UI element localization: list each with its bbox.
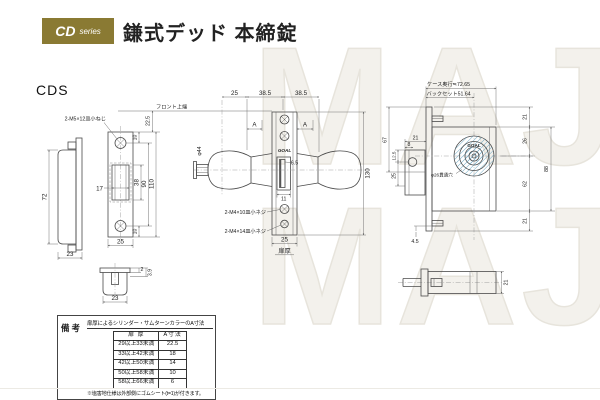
dim-label: 38.5 (295, 90, 308, 97)
brand-text: GOAL (278, 148, 291, 153)
table-header-a: A寸法 (158, 330, 187, 341)
table-cell: 6 (158, 378, 187, 389)
dim-label: 23 (67, 251, 74, 258)
table-cell: 29以上33未満 (113, 340, 160, 351)
table-cell: 42以上50未満 (113, 359, 160, 370)
table-row: 33以上42未満 18 (113, 349, 187, 360)
dim-label: 2 (141, 267, 144, 273)
series-badge: CD series (42, 18, 114, 44)
dim-label: 72 (42, 193, 49, 200)
dim-label: 6.5 (291, 161, 298, 167)
dim-label: 62 (523, 181, 529, 187)
backset-label: バックセット51.64 (427, 91, 471, 98)
dim-label: A (303, 122, 308, 129)
dim-label: 4.5 (411, 239, 418, 245)
table-header-thickness: 扉 厚 (113, 330, 160, 341)
dim-label: 21 (523, 114, 529, 120)
bolt-part-view: 21 (398, 268, 510, 297)
dim-label: 38.5 (259, 90, 272, 97)
dim-label: 17 (96, 186, 103, 193)
dim-label: 11 (281, 197, 286, 203)
remarks-note: ※塩害地仕様は外部側にゴムシート(t=1)が付きます。 (87, 391, 204, 397)
model-code: CDS (36, 82, 69, 98)
dim-label: 25 (392, 173, 398, 179)
screw-note: 2-M5×12皿小ねじ (65, 115, 106, 123)
dim-label: 21 (504, 280, 510, 286)
table-row: 50以上58未満 10 (113, 368, 187, 379)
strike-side-view: 72 23 (42, 137, 83, 260)
dim-label: 90 (141, 180, 148, 187)
case-side-view: GOAL φ26貫通穴 21 8 67 12.5 25 (383, 80, 555, 245)
strike-front-view: 17 10 38 90 110 10 22.5 フロント上端 (65, 103, 187, 248)
dim-label: 22.5 (146, 116, 152, 126)
table-cell: 50以上58未満 (113, 368, 160, 379)
series-badge-suffix: series (79, 26, 101, 36)
dim-label: 88 (544, 166, 550, 172)
footer-divider (0, 388, 600, 389)
table-cell: 14 (158, 359, 187, 370)
dim-label: 21 (523, 218, 529, 224)
dim-label: 21 (413, 136, 419, 142)
dim-label: 10 (133, 135, 139, 141)
screw-note: 2-M4×14皿小ネジ (225, 227, 266, 235)
dim-label: 110 (149, 179, 156, 189)
dim-label: 10 (133, 229, 139, 235)
dim-label: 26 (523, 138, 529, 144)
brand-text: GOAL (467, 143, 480, 148)
remarks-label: 備考 (61, 323, 83, 333)
table-cell: 58以上66未満 (113, 378, 160, 389)
dim-label: 67 (383, 137, 389, 143)
dim-label: 12.5 (392, 151, 397, 160)
dim-label: φ44 (197, 146, 203, 155)
dim-label: 8 (408, 142, 411, 148)
page-title: 鎌式デッド 本締錠 (123, 23, 298, 45)
table-cell: 10 (158, 368, 187, 379)
table-row: 58以上66未満 6 (113, 378, 187, 389)
dim-label: 25 (231, 90, 238, 97)
remarks-table-title: 扉厚によるシリンダー・サムターンカラーのA寸法 (87, 319, 213, 329)
dim-label: 25 (281, 237, 288, 244)
hole-note: φ26貫通穴 (431, 172, 453, 179)
table-cell: 22.5 (158, 340, 187, 351)
screw-note: 2-M4×10皿小ネジ (225, 208, 266, 216)
dim-label: 3.9 (148, 269, 154, 276)
front-top-label: フロント上端 (156, 103, 187, 111)
table-cell: 18 (158, 349, 187, 360)
table-row: 42以上50未満 14 (113, 359, 187, 370)
a-dimension-table: 扉 厚 A寸法 29以上33未満 22.5 33以上42未満 18 42以上50… (113, 330, 187, 389)
dim-label: 25 (117, 239, 124, 246)
table-cell: 33以上42未満 (113, 349, 160, 360)
installed-view: 25 38.5 38.5 A A GOAL 6. (193, 90, 372, 256)
remarks-box: 備考 扉厚によるシリンダー・サムターンカラーのA寸法 扉 厚 A寸法 29以上3… (57, 315, 216, 400)
table-row: 29以上33未満 22.5 (113, 340, 187, 351)
door-thickness-label: 扉厚 (278, 247, 290, 255)
dim-label: 130 (365, 168, 372, 179)
case-depth-label: ケース奥行≒72.65 (427, 80, 470, 88)
dust-box-part: 2 3.9 23 (99, 263, 154, 304)
dim-label: A (252, 122, 257, 129)
series-badge-code: CD (55, 23, 76, 39)
dim-label: 38 (134, 179, 141, 186)
dim-label: 23 (112, 295, 119, 302)
